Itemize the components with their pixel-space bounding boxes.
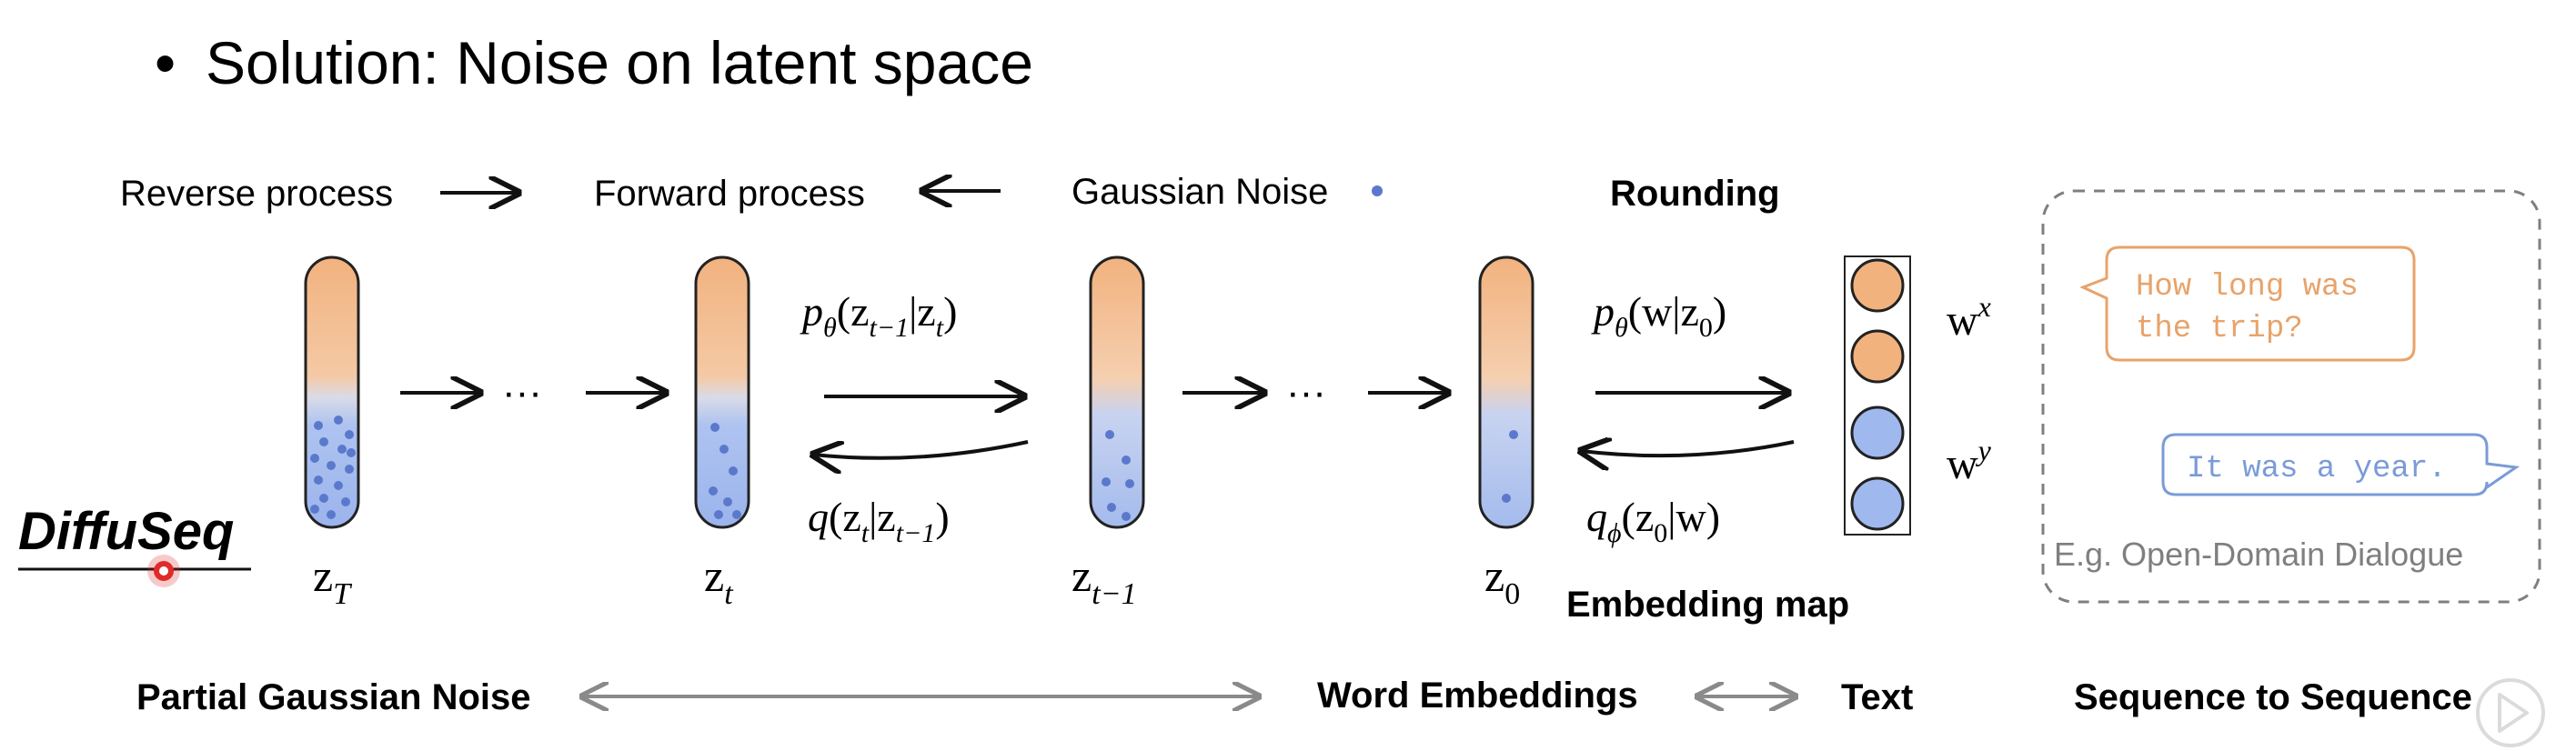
wy-label: wy (1947, 434, 1992, 488)
rounding-equation: pθ(w|z0) (1591, 288, 1726, 343)
title-bullet: • (155, 29, 176, 96)
sequence-to-sequence-label: Sequence to Sequence (2074, 677, 2472, 717)
embedding-map-label: Embedding map (1566, 585, 1849, 625)
target-bubble: It was a year. (2161, 433, 2521, 496)
chain-ellipsis: ··· (1286, 370, 1326, 415)
dialogue-caption: E.g. Open-Domain Dialogue (2054, 536, 2463, 573)
source-bubble-line2: the trip? (2136, 312, 2303, 346)
stage-label-z0: z0 (1484, 550, 1520, 611)
word-token-y2 (1850, 476, 1905, 531)
reverse-process-label: Reverse process (120, 174, 393, 214)
forward-process-label: Forward process (594, 174, 865, 214)
forward-transition-equation: q(zt|zt−1) (808, 494, 950, 548)
red-cursor-icon (147, 555, 180, 587)
target-bubble-text: It was a year. (2187, 452, 2447, 486)
word-embeddings-label: Word Embeddings (1317, 676, 1638, 716)
wx-label: wx (1947, 290, 1991, 345)
source-bubble-line1: How long was (2136, 270, 2359, 305)
noise-dots (1502, 430, 1518, 503)
stage-label-zT: zT (313, 550, 352, 611)
noise-dots (709, 423, 741, 519)
word-token-x2 (1850, 329, 1905, 384)
play-icon[interactable] (2476, 678, 2545, 747)
chain-ellipsis: ··· (502, 370, 542, 415)
word-token-y1 (1850, 406, 1905, 460)
stage-label-zt-1: zt−1 (1072, 550, 1137, 611)
embedding-arrow (1581, 442, 1795, 456)
noise-dot-icon (1372, 185, 1383, 196)
forward-step-arrow (813, 442, 1029, 458)
word-token-x1 (1850, 258, 1905, 313)
word-token-column (1844, 255, 1911, 536)
reverse-transition-equation: pθ(zt−1|zt) (800, 288, 957, 343)
latent-tube-zT (304, 255, 360, 529)
stage-label-zt: zt (704, 550, 734, 611)
noise-dots (1102, 430, 1134, 521)
latent-tube-z0 (1478, 255, 1535, 529)
gaussian-noise-label: Gaussian Noise (1072, 172, 1328, 212)
text-label: Text (1841, 677, 1913, 717)
source-bubble: How long was the trip? (2079, 245, 2416, 362)
latent-tube-zt (694, 255, 750, 529)
partial-gaussian-noise-label: Partial Gaussian Noise (136, 677, 531, 717)
latent-tube-zt-1 (1089, 255, 1145, 529)
slide-title: Solution: Noise on latent space (206, 29, 1033, 96)
embedding-equation: qϕ(z0|w) (1586, 494, 1720, 548)
diffuseq-logo: DiffuSeq (18, 502, 234, 561)
rounding-label: Rounding (1610, 174, 1780, 214)
noise-dots (310, 416, 356, 519)
